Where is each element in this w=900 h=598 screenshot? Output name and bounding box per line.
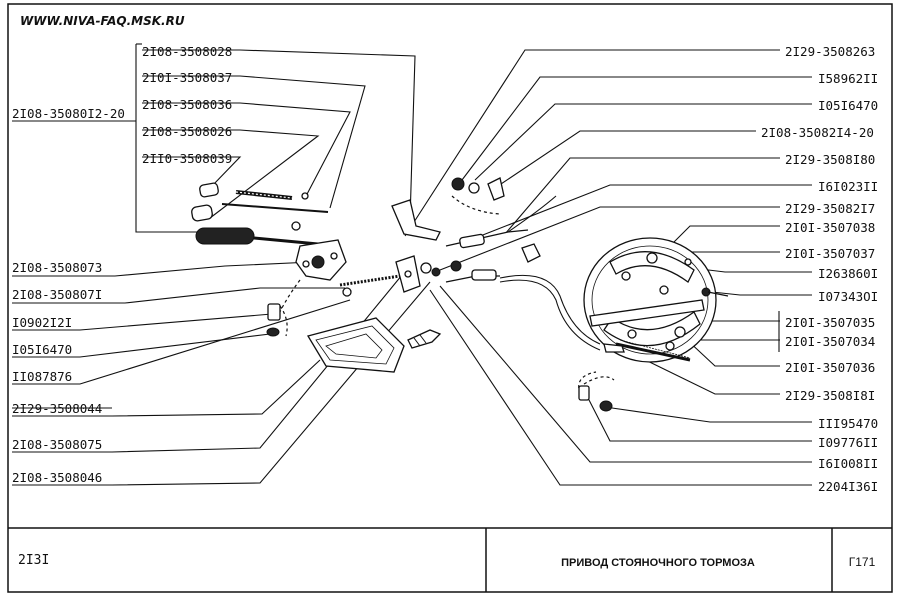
- label-2110-3508039: 2II0-3508039: [142, 151, 232, 166]
- right-labels: 2I29-3508263 I58962II I05I6470 2I08-3508…: [761, 44, 878, 494]
- label-16100811: I6I008II: [818, 456, 878, 471]
- label-2108-3508046: 2I08-3508046: [12, 470, 102, 485]
- label-2101-3507038: 2I0I-3507038: [785, 220, 875, 235]
- label-10734301: I07343OI: [818, 289, 878, 304]
- label-2101-3507036: 2I0I-3507036: [785, 360, 875, 375]
- drawing-title: ПРИВОД СТОЯНОЧНОГО ТОРМОЗА: [561, 557, 755, 569]
- label-2108-3508075: 2I08-3508075: [12, 437, 102, 452]
- label-12638601: I263860I: [818, 266, 878, 281]
- cable-assembly: [391, 177, 601, 351]
- label-10902121: I0902I2I: [12, 315, 72, 330]
- sheet-frame: [7, 3, 893, 593]
- label-22041361: 2204I36I: [818, 479, 878, 494]
- label-2101-3507037: 2I0I-3507037: [785, 246, 875, 261]
- rear-brake-assembly: [578, 237, 729, 412]
- label-2108-3508026: 2I08-3508026: [142, 124, 232, 139]
- label-2129-3508263: 2I29-3508263: [785, 44, 875, 59]
- label-overlines: [12, 49, 240, 409]
- label-2129-3508217: 2I29-35082I7: [785, 201, 875, 216]
- label-10516470: I05I6470: [12, 342, 72, 357]
- label-10516470-r: I05I6470: [818, 98, 878, 113]
- label-11087876: II087876: [12, 369, 72, 384]
- label-2101-3508037: 2I0I-3508037: [142, 70, 232, 85]
- title-block: 2I3I ПРИВОД СТОЯНОЧНОГО ТОРМОЗА Г171: [8, 527, 892, 592]
- site-url: WWW.NIVA-FAQ.MSK.RU: [20, 14, 185, 28]
- label-2108-3508214-20: 2I08-35082I4-20: [761, 125, 874, 140]
- label-2108-3508028: 2I08-3508028: [142, 44, 232, 59]
- sheet-number: 2I3I: [18, 553, 49, 568]
- label-11195470: III95470: [818, 416, 878, 431]
- left-labels: 2I08-3508028 2I0I-3508037 2I08-3508036 2…: [12, 44, 232, 485]
- label-15896211: I58962II: [818, 71, 878, 86]
- label-10977611: I09776II: [818, 435, 878, 450]
- drawing-code: Г171: [849, 555, 876, 569]
- label-2108-3508073: 2I08-3508073: [12, 260, 102, 275]
- label-2129-3508180: 2I29-3508I80: [785, 152, 875, 167]
- label-2108-3508071: 2I08-350807I: [12, 287, 102, 302]
- label-2101-3507035: 2I0I-3507035: [785, 315, 875, 330]
- label-2108-3508012-20: 2I08-35080I2-20: [12, 106, 125, 121]
- label-16102311: I6I023II: [818, 179, 878, 194]
- label-2129-3508181: 2I29-3508I8I: [785, 388, 875, 403]
- parking-brake-lever-assembly: [191, 182, 442, 373]
- label-2108-3508036: 2I08-3508036: [142, 97, 232, 112]
- label-2101-3507034: 2I0I-3507034: [785, 334, 875, 349]
